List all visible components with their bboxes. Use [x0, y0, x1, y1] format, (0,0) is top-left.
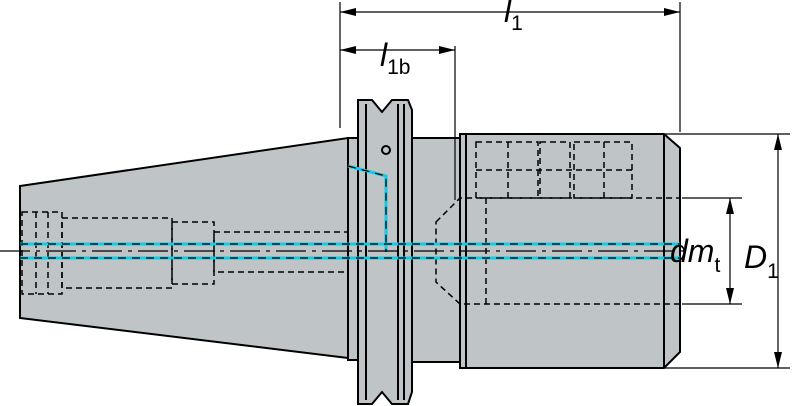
coolant-channel: [20, 242, 680, 260]
label-l1: l1: [504, 0, 523, 35]
dimension-dmt: [682, 197, 742, 305]
label-l1b: l1b: [380, 37, 410, 79]
flange: [347, 99, 413, 405]
dimension-l1b: [340, 46, 456, 200]
taper-shank: [19, 136, 355, 360]
label-d1: D1: [744, 239, 779, 283]
label-dmt: dmt: [670, 233, 720, 277]
dimension-l1: [339, 2, 681, 132]
dimension-d1: [664, 133, 790, 369]
